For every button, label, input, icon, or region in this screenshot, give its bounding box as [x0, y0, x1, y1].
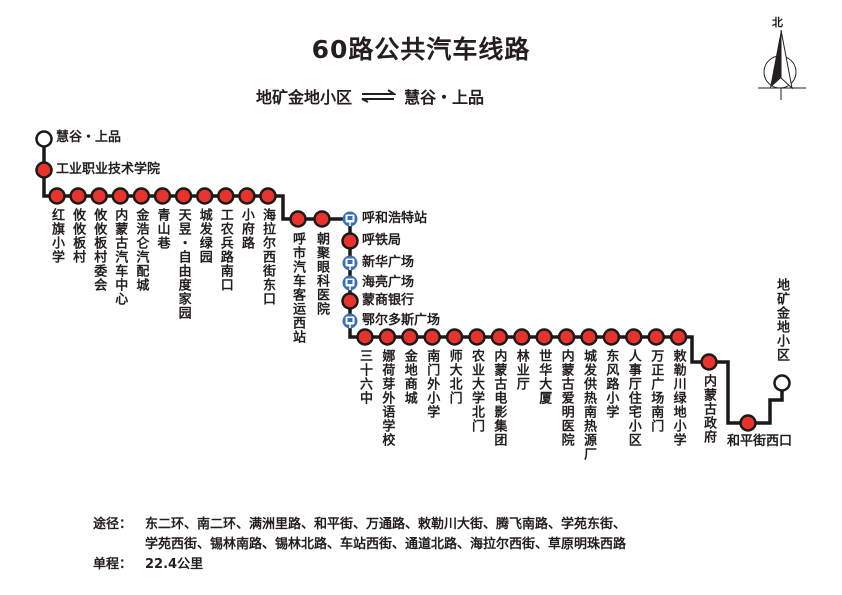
- north-arrow-icon: [758, 29, 806, 100]
- terminal-end-label: 地矿金地小区: [774, 278, 789, 362]
- bus-stop[interactable]: [535, 328, 553, 346]
- stop-label: 万正广场南门: [648, 349, 664, 433]
- stop-label: 工农兵路南口: [217, 208, 233, 292]
- page-title: 60路公共汽车线路: [311, 35, 531, 64]
- bidirectional-arrows-icon: [361, 89, 397, 103]
- stop-label: 红旗小学: [49, 208, 64, 264]
- stop-label: 三十六中: [357, 349, 372, 405]
- via-label: 途径：: [93, 517, 133, 532]
- via-roads-line1: 东二环、南二环、满洲里路、和平街、万通路、敕勒川大街、腾飞南路、学苑东街、: [145, 517, 627, 532]
- bus-stop[interactable]: [513, 328, 531, 346]
- stop-label: 新华广场: [362, 255, 415, 270]
- stop-label: 攸攸板村委会: [91, 208, 107, 292]
- bus-stop[interactable]: [602, 328, 621, 346]
- stop-label: 南门外小学: [424, 349, 440, 419]
- stop-label: 金地商城: [401, 349, 417, 405]
- bus-stop[interactable]: [401, 328, 419, 346]
- stop-label: 工业职业技术学院: [56, 162, 161, 177]
- stop-label: 呼和浩特站: [362, 211, 428, 226]
- terminal-stop-end[interactable]: [773, 374, 791, 392]
- bus-stop[interactable]: [90, 187, 108, 205]
- bus-stop[interactable]: [217, 187, 235, 205]
- stop-label: 人事厅住宅小区: [625, 349, 641, 447]
- bus-stop[interactable]: [132, 187, 151, 205]
- bus-stop[interactable]: [580, 328, 598, 346]
- compass-north-label: 北: [772, 16, 783, 29]
- stop-label: 海拉尔西街东口: [260, 208, 275, 306]
- train-station-icon[interactable]: [342, 255, 358, 271]
- bus-stop[interactable]: [259, 187, 277, 205]
- distance-label: 单程：: [93, 557, 133, 572]
- bus-stop[interactable]: [289, 210, 307, 228]
- direction-to: 慧谷・上品: [404, 88, 485, 107]
- bus-stop[interactable]: [423, 328, 441, 346]
- stop-label: 和平街西口: [727, 434, 793, 449]
- bus-stop[interactable]: [378, 328, 397, 346]
- stop-label: 城发供热南热源厂: [581, 349, 596, 461]
- bus-stop[interactable]: [238, 187, 256, 205]
- stop-label: 呼铁局: [362, 233, 402, 248]
- stop-label: 农业大学北门: [469, 349, 484, 433]
- via-roads-line2: 学苑西街、锡林南路、锡林北路、车站西街、通道北路、海拉尔西街、草原明珠西路: [145, 537, 627, 552]
- bus-stop[interactable]: [669, 328, 688, 346]
- bus-stop[interactable]: [195, 187, 214, 205]
- stop-label: 朝聚眼科医院: [314, 232, 329, 316]
- stop-label: 天昱・自由度家园: [175, 208, 191, 320]
- bus-stop[interactable]: [490, 328, 509, 346]
- bus-stop[interactable]: [313, 210, 331, 228]
- stop-label: 内蒙古爱明医院: [558, 349, 574, 447]
- terminal-start-label: 慧谷・上品: [56, 130, 122, 145]
- bus-stop[interactable]: [700, 353, 718, 371]
- direction-from: 地矿金地小区: [256, 88, 353, 107]
- direction-header: 地矿金地小区 慧谷・上品: [256, 84, 484, 108]
- bus-stop[interactable]: [739, 414, 757, 432]
- stop-label: 蒙商银行: [362, 293, 415, 308]
- bus-stop[interactable]: [468, 328, 486, 346]
- stop-label: 内蒙古汽车中心: [112, 208, 128, 306]
- train-station-icon[interactable]: [342, 275, 358, 291]
- bus-stop[interactable]: [69, 187, 87, 205]
- bus-stop[interactable]: [445, 328, 464, 346]
- train-station-icon[interactable]: [342, 211, 358, 227]
- stop-label: 城发绿园: [196, 208, 212, 264]
- bus-stop[interactable]: [111, 187, 130, 205]
- stop-label: 鄂尔多斯广场: [362, 313, 441, 328]
- stop-label: 呼市汽车客运西站: [290, 232, 305, 344]
- route-info: 途径： 东二环、南二环、满洲里路、和平街、万通路、敕勒川大街、腾飞南路、学苑东街…: [93, 515, 626, 575]
- bus-stop[interactable]: [35, 161, 53, 179]
- stop-label: 敕勒川绿地小学: [670, 349, 686, 447]
- bus-stop[interactable]: [356, 328, 374, 346]
- bus-stop[interactable]: [557, 328, 576, 346]
- stop-label: 攸攸板村: [70, 208, 86, 264]
- terminal-stop-start[interactable]: [35, 130, 53, 148]
- bus-stop[interactable]: [647, 328, 665, 346]
- stop-label: 世华大厦: [536, 349, 552, 405]
- stop-label: 娜荷芽外语学校: [379, 349, 395, 447]
- bus-stop[interactable]: [174, 187, 193, 205]
- stop-label: 青山巷: [154, 208, 170, 250]
- distance-value: 22.4公里: [145, 557, 204, 572]
- bus-stop[interactable]: [341, 232, 359, 250]
- route-line: [42, 139, 784, 425]
- stop-label: 内蒙古电影集团: [491, 349, 507, 447]
- stop-label: 师大北门: [446, 349, 462, 405]
- stop-label: 东风路小学: [603, 349, 619, 419]
- bus-stop[interactable]: [341, 292, 359, 310]
- stop-label: 小府路: [238, 208, 254, 250]
- bus-stop[interactable]: [625, 328, 643, 346]
- stop-label: 海亮广场: [362, 275, 415, 290]
- stop-label: 内蒙古政府: [701, 374, 716, 444]
- bus-stop[interactable]: [48, 187, 66, 205]
- train-station-icon[interactable]: [342, 313, 358, 329]
- stop-label: 林业厅: [513, 349, 529, 391]
- stop-label: 金浩仑汽配城: [133, 208, 149, 292]
- bus-stop[interactable]: [153, 187, 172, 205]
